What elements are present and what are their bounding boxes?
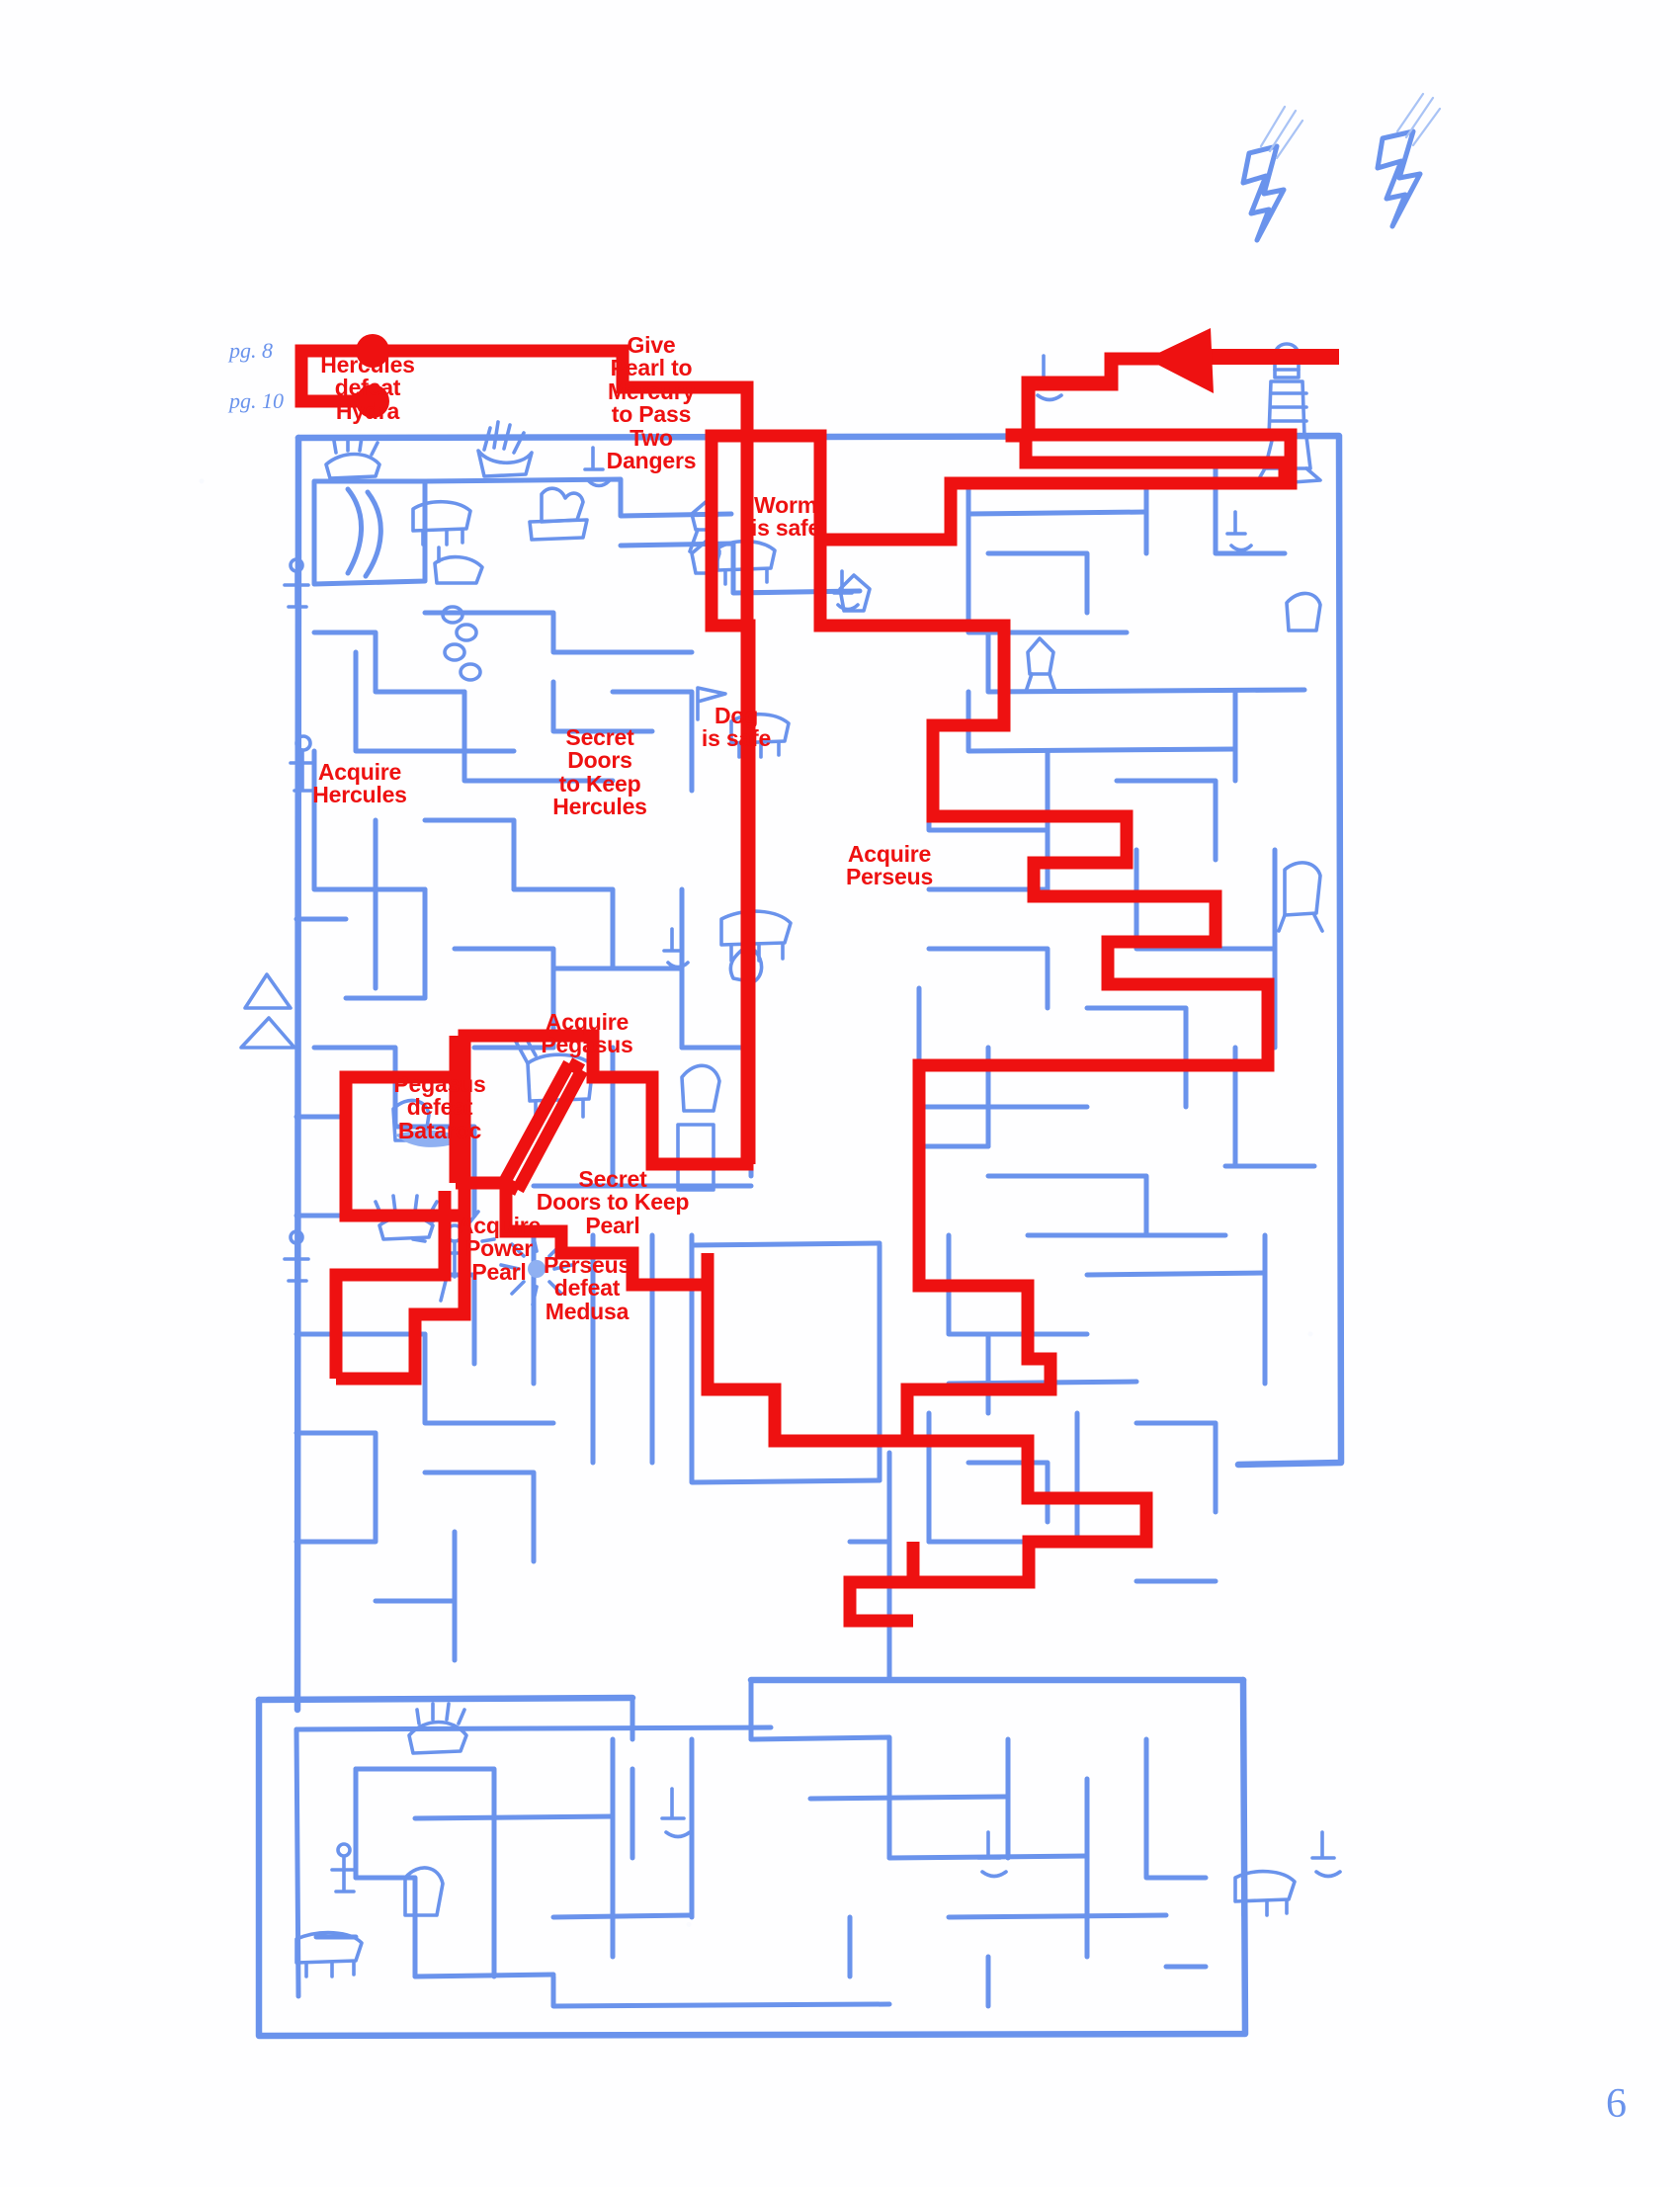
annotation-hercules-defeat-hydra: Hercules defeat Hydra <box>320 352 415 424</box>
doodle-flag <box>696 686 727 721</box>
doodle-monster-right-a <box>838 573 872 613</box>
entrance-arrow <box>1146 328 1339 393</box>
route-hercules-stub <box>294 344 378 408</box>
annotation-worm-is-safe: Worm is safe <box>750 492 821 542</box>
doodle-fan-top <box>324 435 381 480</box>
maze-page-ref-8: pg. 8 <box>229 338 273 363</box>
annotation-acquire-power-pearl: Acquire Power Pearl <box>457 1213 542 1285</box>
annotation-acquire-perseus: Acquire Perseus <box>845 841 934 890</box>
annotation-secret-doors-keep-pearl: Secret Doors to Keep Pearl <box>536 1166 690 1238</box>
doodle-statue-a <box>283 557 310 609</box>
doodle-lever-a <box>583 446 611 488</box>
doodle-dog-mid <box>729 712 791 759</box>
doodle-lever-e <box>662 927 690 969</box>
doodle-plants <box>441 605 482 682</box>
doodle-lever-h <box>1310 1830 1342 1879</box>
doodle-statue-b <box>289 734 316 793</box>
maze-page-ref-10: pg. 10 <box>229 388 284 413</box>
doodle-blob <box>395 1130 464 1147</box>
doodle-lever-d <box>1225 510 1253 552</box>
route-pearl <box>456 1176 714 1292</box>
doodle-lever-g <box>976 1830 1008 1879</box>
annotation-pegasus-defeat-bataroc: Pegasus defeat Bataroc <box>393 1071 486 1143</box>
doodle-cat-bottom <box>294 1930 364 1978</box>
route-center-vertical <box>705 429 827 1164</box>
page-number: 6 <box>1606 2081 1627 2127</box>
lightning-bolt-left <box>1240 105 1304 243</box>
annotation-secret-doors-keep-hercules: Secret Doors to Keep Hercules <box>552 724 647 820</box>
annotation-dog-is-safe: Dog is safe <box>701 703 772 752</box>
doodle-monster-right-b <box>1024 636 1057 694</box>
route-bottom-right <box>900 1383 1153 1589</box>
route-bottom-sweep <box>843 1542 920 1628</box>
annotation-acquire-hercules: Acquire Hercules <box>312 759 407 808</box>
doodle-lizard <box>1277 861 1324 933</box>
doodle-tent-left <box>239 972 296 1050</box>
doodle-dog-bottom-right <box>1233 1869 1297 1917</box>
doodle-creature-b <box>433 554 484 585</box>
doodle-statue-bottom <box>330 1842 358 1893</box>
route-hercules-top <box>378 344 754 620</box>
annotation-perseus-defeat-medusa: Perseus defeat Medusa <box>543 1252 631 1324</box>
doodle-monster-bottom <box>403 1866 445 1917</box>
doodle-hand <box>476 420 534 478</box>
doodle-fan <box>407 1702 468 1755</box>
doodle-lever-f <box>660 1787 692 1839</box>
route-left-descent <box>329 1191 452 1379</box>
doodle-dog-upper <box>411 499 472 547</box>
annotation-acquire-pegasus: Acquire Pegasus <box>541 1009 633 1058</box>
doodle-creature-hydra <box>528 486 589 542</box>
doodle-monster-mid <box>680 1063 721 1113</box>
doodle-monster-right-c <box>1285 591 1322 632</box>
lightning-bolt-right <box>1375 92 1442 229</box>
doodle-statue-left-low <box>283 1229 310 1283</box>
route-node-pg8 <box>356 334 389 368</box>
route-node-pg10 <box>356 384 389 418</box>
annotation-give-pearl-to-mercury: Give Pearl to Mercury to Pass Two Danger… <box>606 332 697 474</box>
